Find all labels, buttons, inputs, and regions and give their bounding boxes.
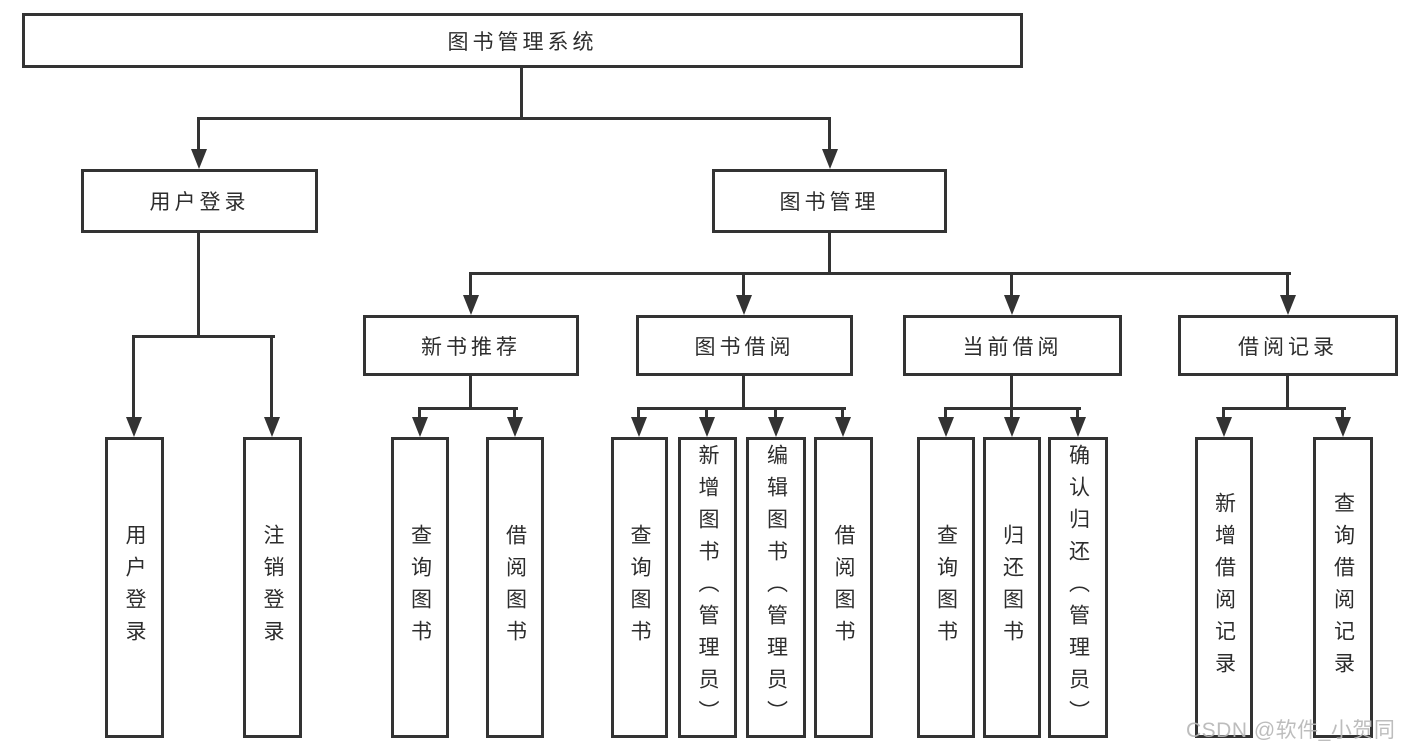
drop-line [469,272,472,299]
node-book-borrow: 图书借阅 [636,315,853,376]
arrowhead [191,149,207,169]
arrowhead [264,417,280,437]
arrowhead [822,149,838,169]
drop-line [1010,272,1013,299]
leaf-borrow-edit-book-admin-label: 编辑图书（管理员） [764,443,788,732]
leaf-borrow-edit-book-admin: 编辑图书（管理员） [746,437,806,738]
leaf-records-query-record-label: 查询借阅记录 [1331,491,1355,684]
stem-line [828,233,831,275]
arrowhead [1004,295,1020,315]
leaf-records-add-record: 新增借阅记录 [1195,437,1253,738]
bracket-line [1222,407,1346,410]
node-current-borrow: 当前借阅 [903,315,1122,376]
arrowhead [507,417,523,437]
node-book-borrow-label: 图书借阅 [694,335,795,359]
drop-line [513,407,516,421]
stem-line [742,376,745,409]
node-borrow-records: 借阅记录 [1178,315,1398,376]
leaf-current-confirm-return-admin: 确认归还（管理员） [1048,437,1108,738]
leaf-recommend-query-book: 查询图书 [391,437,449,738]
drop-line [841,407,844,421]
node-book-management-label: 图书管理 [779,191,880,214]
drop-line [705,407,708,421]
drop-line [1341,407,1344,421]
stem-line [1010,376,1013,409]
stem-line [520,68,523,117]
arrowhead [1216,417,1232,437]
leaf-borrow-borrow-book-label: 借阅图书 [832,523,855,652]
leaf-recommend-borrow-book: 借阅图书 [486,437,544,738]
node-library-system: 图书管理系统 [22,13,1023,68]
drop-line [1286,272,1289,299]
node-book-management: 图书管理 [712,169,947,233]
leaf-current-query-book-label: 查询图书 [934,523,958,652]
leaf-borrow-add-book-admin: 新增图书（管理员） [678,437,737,738]
arrowhead [1280,295,1296,315]
leaf-records-query-record: 查询借阅记录 [1313,437,1373,738]
bracket-line [637,407,846,410]
arrowhead [699,417,715,437]
node-user-login-label: 用户登录 [149,191,250,214]
drop-line [270,335,273,421]
drop-line [637,407,640,421]
drop-line [418,407,421,421]
arrowhead [1070,417,1086,437]
node-new-book-recommend: 新书推荐 [363,315,579,376]
bracket-line [197,117,831,120]
drop-line [1222,407,1225,421]
arrowhead [412,417,428,437]
leaf-logout-label: 注销登录 [261,523,284,652]
leaf-user-login-label: 用户登录 [123,523,146,652]
leaf-current-confirm-return-admin-label: 确认归还（管理员） [1066,443,1090,732]
arrowhead [938,417,954,437]
leaf-recommend-query-book-label: 查询图书 [408,523,432,652]
leaf-current-return-book: 归还图书 [983,437,1041,738]
leaf-current-query-book: 查询图书 [917,437,975,738]
leaf-borrow-query-book-label: 查询图书 [628,523,651,652]
arrowhead [1335,417,1351,437]
bracket-line [132,335,275,338]
stem-line [197,233,200,337]
bracket-line [418,407,518,410]
leaf-borrow-add-book-admin-label: 新增图书（管理员） [696,443,719,732]
drop-line [828,117,831,153]
leaf-borrow-query-book: 查询图书 [611,437,668,738]
node-user-login: 用户登录 [81,169,318,233]
node-borrow-records-label: 借阅记录 [1238,335,1338,359]
drop-line [944,407,947,421]
drop-line [1010,407,1013,421]
arrowhead [126,417,142,437]
arrowhead [1004,417,1020,437]
node-library-system-label: 图书管理系统 [447,30,598,54]
arrowhead [736,295,752,315]
drop-line [774,407,777,421]
drop-line [197,117,200,153]
leaf-current-return-book-label: 归还图书 [1000,523,1024,652]
stem-line [1286,376,1289,409]
arrowhead [463,295,479,315]
bracket-line [469,272,1291,275]
leaf-recommend-borrow-book-label: 借阅图书 [503,523,527,652]
leaf-records-add-record-label: 新增借阅记录 [1212,491,1236,684]
arrowhead [768,417,784,437]
node-current-borrow-label: 当前借阅 [962,335,1063,359]
arrowhead [631,417,647,437]
leaf-borrow-borrow-book: 借阅图书 [814,437,873,738]
csdn-watermark: CSDN @软件_小贺同学 [1186,719,1396,742]
drop-line [1076,407,1079,421]
leaf-logout: 注销登录 [243,437,302,738]
leaf-user-login: 用户登录 [105,437,164,738]
drop-line [742,272,745,299]
stem-line [469,376,472,409]
drop-line [132,335,135,421]
arrowhead [835,417,851,437]
node-new-book-recommend-label: 新书推荐 [421,335,521,359]
